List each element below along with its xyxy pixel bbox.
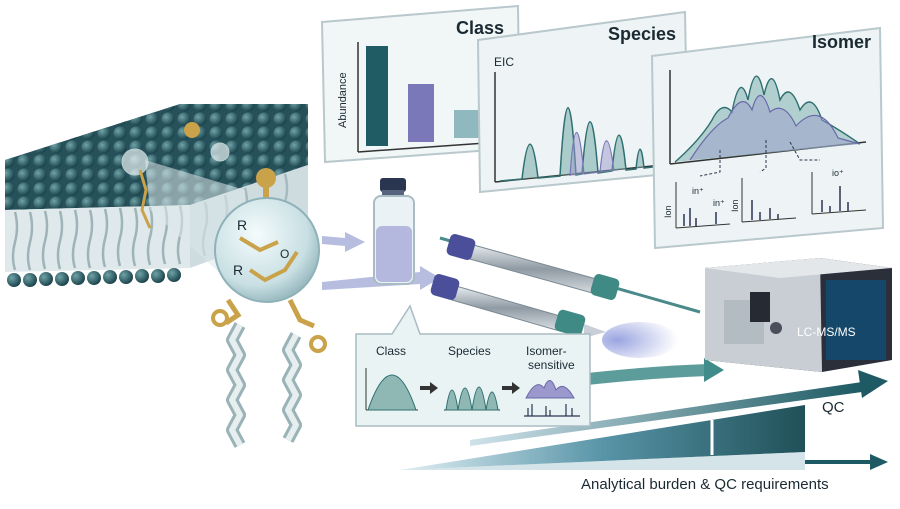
- oxygen-label: O: [280, 247, 289, 261]
- instrument-label: LC-MS/MS: [797, 325, 856, 339]
- msms-subplot-2: Ion: [730, 178, 797, 223]
- class-bar-1: [366, 46, 388, 146]
- lipid-molecule: R R O: [211, 168, 327, 448]
- magnifier-bubble: [214, 197, 320, 303]
- instrument-flow-arrow: [577, 358, 724, 386]
- inset-class-label: Class: [376, 344, 406, 358]
- inset-isomer-label-1: Isomer-: [526, 344, 567, 358]
- msms-tag-3: io⁺: [832, 168, 844, 178]
- burden-label: Analytical burden & QC requirements: [581, 476, 829, 493]
- burden-arrow: [805, 454, 888, 470]
- msms-subplot-1: Ion in⁺ in⁺: [663, 182, 731, 229]
- qc-label: QC: [822, 399, 845, 416]
- inset-arrow-2: [502, 382, 520, 394]
- qc-arrow: [470, 370, 888, 446]
- lc-column-2: [430, 274, 678, 358]
- inset-isomer-label-2: sensitive: [528, 358, 575, 372]
- species-panel-title: Species: [608, 24, 676, 44]
- msms-tag-2: in⁺: [713, 198, 725, 208]
- r-label-bottom: R: [233, 262, 243, 278]
- isomer-panel-title: Isomer: [812, 32, 871, 52]
- class-panel-ylabel: Abundance: [337, 72, 349, 128]
- class-bar-2: [408, 84, 434, 142]
- inset-species-peaks: [445, 386, 499, 411]
- inset-class-curve: [367, 374, 417, 411]
- inset-species-label: Species: [448, 344, 491, 358]
- species-panel-ylabel: EIC: [494, 55, 514, 69]
- r-label-top: R: [237, 217, 247, 233]
- highlighted-lipid-head: [184, 122, 200, 138]
- msms-ylabel-2: Ion: [730, 199, 740, 212]
- analytical-burden-ramp: [400, 405, 805, 470]
- species-chromatogram: [499, 107, 671, 182]
- msms-subplot-3: io⁺: [811, 168, 867, 215]
- inset-arrow-1: [420, 382, 438, 394]
- msms-ylabel-1: Ion: [663, 205, 673, 218]
- class-bar-3: [454, 110, 480, 138]
- sample-vial: [373, 178, 415, 285]
- lc-column-1: [439, 234, 701, 314]
- msms-tag-1: in⁺: [692, 186, 704, 196]
- isomer-chromatogram-teal: [674, 75, 861, 163]
- lc-ms-instrument: LC-MS/MS: [705, 258, 892, 372]
- isomer-chromatogram-purple: [689, 94, 861, 161]
- class-panel-title: Class: [456, 18, 504, 38]
- summary-inset: Class Species Isomer- sensitive: [355, 304, 591, 427]
- inset-isomer-peaks: [525, 380, 575, 399]
- isomer-panel: Isomer Ion in⁺ in⁺ Ion: [650, 26, 885, 250]
